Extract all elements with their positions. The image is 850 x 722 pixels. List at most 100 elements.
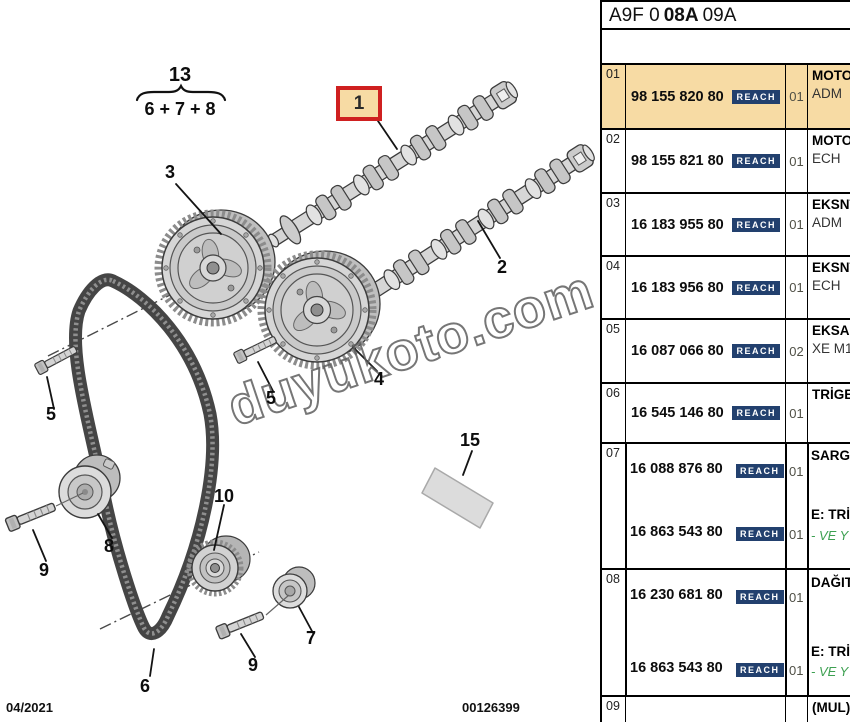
row-desc-line1: MOTO [812, 68, 850, 83]
header-spacer-row [602, 30, 850, 65]
code-suffix: 09A [702, 5, 737, 26]
timing-belt [68, 273, 220, 640]
part-number[interactable]: 16 183 956 80 [631, 279, 724, 296]
row-ref: 07 [606, 446, 620, 460]
row-desc-line1: EKSAN [812, 323, 850, 338]
column-divider [807, 570, 809, 695]
callout-1-selected[interactable]: 1 [336, 86, 382, 121]
row-qty: 01 [789, 464, 804, 479]
vvt-gear-3 [154, 209, 276, 327]
row-desc-line1: DAĞIT [811, 575, 850, 590]
row-desc-line2: ADM [812, 215, 842, 230]
row-qty: 01 [785, 384, 807, 442]
row-ref: 08 [606, 572, 620, 586]
reach-badge[interactable]: REACH [732, 89, 780, 104]
table-row-08[interactable]: 08 DAĞIT 16 230 681 80 REACH 01 E: TRİ 1… [602, 570, 850, 697]
column-divider [625, 570, 627, 695]
bolt-axis-lines [55, 492, 290, 616]
callout-8[interactable]: 8 [104, 536, 115, 556]
table-row-04[interactable]: 04 16 183 956 80 REACH 01 EKSNT ECH [602, 257, 850, 320]
kit-parts-6-7-8: 6 + 7 + 8 [144, 99, 216, 119]
row-qty: 01 [785, 257, 807, 318]
row-desc-line1: SARGI [811, 448, 850, 463]
table-row-06[interactable]: 06 16 545 146 80 REACH 01 TRİGE [602, 384, 850, 444]
row-desc-line2: XE M1 [812, 341, 850, 356]
code-main: 08A [663, 5, 699, 26]
callout-9b[interactable]: 9 [248, 655, 259, 675]
table-row-01[interactable]: 01 98 155 820 80 REACH 01 MOTO ADM [602, 65, 850, 130]
callout-10[interactable]: 10 [214, 486, 235, 506]
exploded-parts-diagram: 13 6 + 7 + 8 1 2 3 4 5 5 6 7 8 9 9 10 15… [4, 64, 602, 715]
row-ref: 02 [606, 132, 620, 146]
leader-lines [32, 120, 501, 677]
callout-5a[interactable]: 5 [46, 404, 57, 424]
row-desc-line2: ECH [812, 151, 841, 166]
label-sticker [421, 467, 494, 529]
callout-15[interactable]: 15 [460, 430, 481, 450]
row-desc-line1: TRİGE [812, 387, 850, 402]
row-desc-line2: ADM [812, 86, 842, 101]
part-number[interactable]: 98 155 821 80 [631, 153, 724, 169]
reach-badge[interactable]: REACH [732, 280, 780, 295]
part-number[interactable]: 16 545 146 80 [631, 405, 724, 421]
row-ref: 06 [606, 386, 620, 400]
column-divider [785, 570, 787, 695]
callout-7[interactable]: 7 [306, 628, 317, 648]
reach-badge[interactable]: REACH [736, 663, 784, 677]
diagram-canvas [4, 73, 601, 677]
callout-9a[interactable]: 9 [39, 560, 50, 580]
revision-date: 04/2021 [6, 700, 53, 715]
reach-badge[interactable]: REACH [736, 590, 784, 604]
row-desc-note-bold: E: TRİ [811, 644, 850, 659]
part-number-alt[interactable]: 16 863 543 80 [630, 660, 723, 676]
kit-callout-13: 13 [168, 64, 192, 86]
reach-badge[interactable]: REACH [736, 464, 784, 478]
reach-badge[interactable]: REACH [732, 217, 780, 232]
table-row-02[interactable]: 02 98 155 821 80 REACH 01 MOTO ECH [602, 130, 850, 194]
row-ref: 01 [606, 67, 620, 81]
part-number[interactable]: 98 155 820 80 [631, 88, 724, 105]
part-number[interactable]: 16 230 681 80 [630, 587, 723, 603]
table-row-09[interactable]: 09 (MUL) [602, 697, 850, 722]
callout-5b[interactable]: 5 [266, 388, 277, 408]
part-number-alt[interactable]: 16 863 543 80 [630, 524, 723, 540]
callout-2[interactable]: 2 [497, 257, 508, 277]
column-divider [785, 444, 787, 568]
table-row-03[interactable]: 03 16 183 955 80 REACH 01 EKSNT ADM [602, 194, 850, 257]
row-ref: 05 [606, 322, 620, 336]
row-desc-line2: ECH [812, 278, 841, 293]
callout-3[interactable]: 3 [165, 162, 176, 182]
row-desc-line1: EKSNT [812, 260, 850, 275]
row-qty: 01 [785, 194, 807, 255]
document-number: 00126399 [462, 700, 520, 715]
row-qty: 01 [789, 527, 804, 542]
row-qty: 01 [785, 65, 807, 128]
tensioner-pulley [58, 454, 121, 519]
row-desc-note-bold: E: TRİ [811, 507, 850, 522]
row-desc-line1: EKSNT [812, 197, 850, 212]
row-desc-line1: (MUL) [812, 700, 850, 715]
row-qty: 02 [785, 320, 807, 382]
column-divider [807, 444, 809, 568]
table-row-07[interactable]: 07 SARGI 16 088 876 80 REACH 01 E: TRİ 1… [602, 444, 850, 570]
idler-roller [272, 566, 316, 609]
row-ref: 03 [606, 196, 620, 210]
part-number[interactable]: 16 183 955 80 [631, 216, 724, 233]
part-number[interactable]: 16 087 066 80 [631, 343, 724, 359]
row-qty: 01 [785, 130, 807, 192]
reach-badge[interactable]: REACH [736, 527, 784, 541]
reach-badge[interactable]: REACH [732, 344, 780, 358]
reach-badge[interactable]: REACH [732, 154, 780, 168]
table-row-05[interactable]: 05 16 087 066 80 REACH 02 EKSAN XE M1 [602, 320, 850, 384]
part-number[interactable]: 16 088 876 80 [630, 461, 723, 477]
tensioner-bolt [4, 499, 58, 533]
row-ref: 04 [606, 259, 620, 273]
code-prefix: A9F 0 [609, 5, 660, 26]
reach-badge[interactable]: REACH [732, 406, 780, 420]
row-ref: 09 [606, 699, 620, 713]
callout-4[interactable]: 4 [374, 369, 385, 389]
callout-6[interactable]: 6 [140, 676, 151, 696]
